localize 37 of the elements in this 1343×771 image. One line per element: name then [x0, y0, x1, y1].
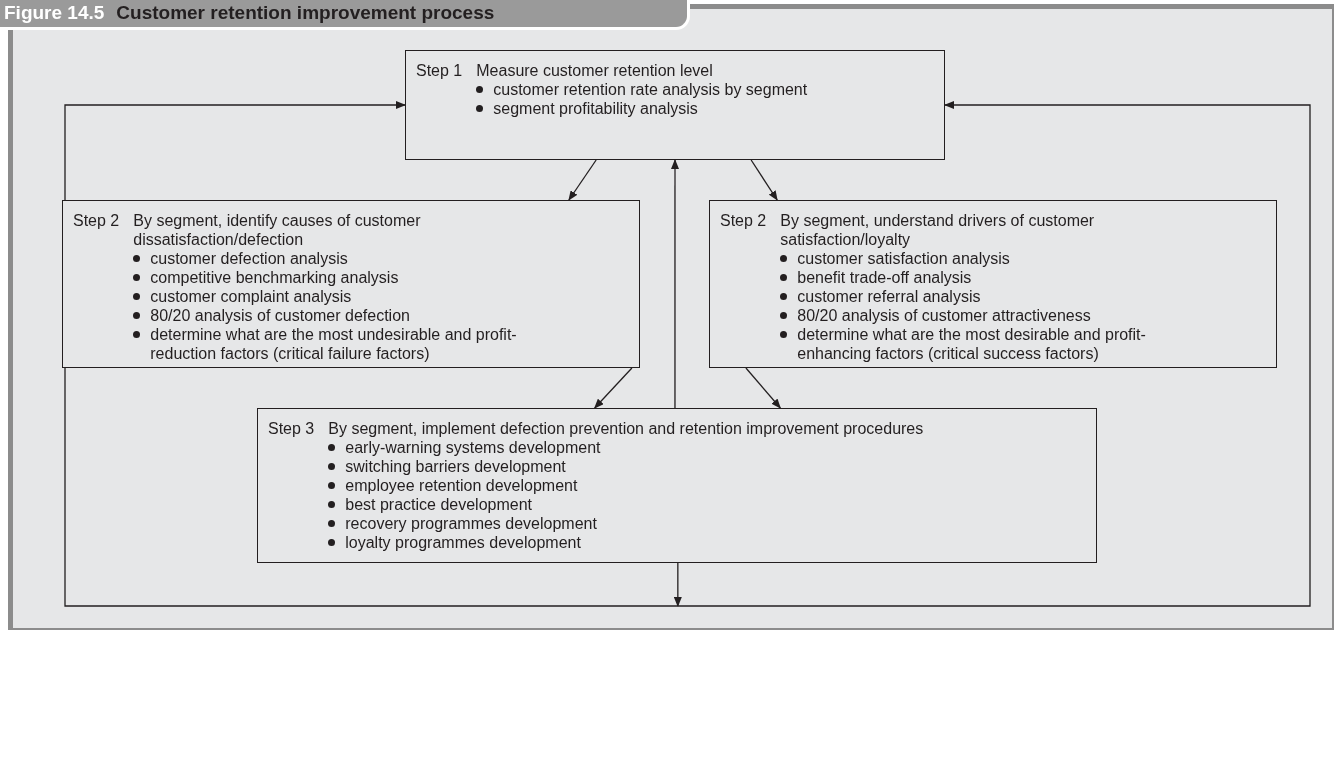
step-box — [709, 200, 1277, 368]
bullet-text: 80/20 analysis of customer defection — [150, 306, 410, 325]
bullet-text: employee retention development — [345, 476, 578, 495]
bullet-text: customer retention rate analysis by segment — [493, 80, 808, 99]
arrow — [745, 367, 781, 409]
bullet-text: loyalty programmes development — [345, 533, 581, 552]
step-label: Step 1 — [416, 61, 463, 81]
figure-number: Figure 14.5 — [4, 1, 105, 26]
bullet-text: customer complaint analysis — [150, 287, 352, 306]
bullet-text: 80/20 analysis of customer attractiveness — [797, 306, 1091, 325]
bullet-text: recovery programmes development — [345, 514, 597, 533]
bullet-text: early-warning systems development — [345, 438, 601, 457]
bullet-text: determine what are the most undesirable and profit-reduction factors (critical failure factors) — [150, 325, 518, 363]
step-box — [257, 408, 1097, 563]
step-heading: Measure customer retention level — [476, 61, 714, 80]
bullet-text: competitive benchmarking analysis — [150, 268, 399, 287]
bullet-text: switching barriers development — [345, 457, 566, 476]
bullet-text: determine what are the most desirable and profit-enhancing factors (critical success factors) — [797, 325, 1147, 363]
figure-title: Customer retention improvement process — [116, 1, 495, 26]
bullet-text: customer satisfaction analysis — [797, 249, 1010, 268]
step-heading: By segment, implement defection prevention and retention improvement procedures — [328, 419, 924, 438]
bullet-text: customer defection analysis — [150, 249, 348, 268]
bullet-text: segment profitability analysis — [493, 99, 698, 118]
step-box — [62, 200, 640, 368]
step-label: Step 3 — [268, 419, 315, 439]
arrow — [673, 562, 682, 607]
arrow — [671, 159, 679, 409]
step-label: Step 2 — [720, 211, 767, 231]
bullet-text: customer referral analysis — [797, 287, 981, 306]
step-label: Step 2 — [73, 211, 120, 231]
step-box — [405, 50, 945, 160]
bullet-text: best practice development — [345, 495, 533, 514]
arrow — [594, 367, 633, 409]
bullet-text: benefit trade-off analysis — [797, 268, 972, 287]
arrow — [677, 101, 1311, 607]
arrow — [750, 159, 778, 201]
arrow — [568, 159, 597, 201]
